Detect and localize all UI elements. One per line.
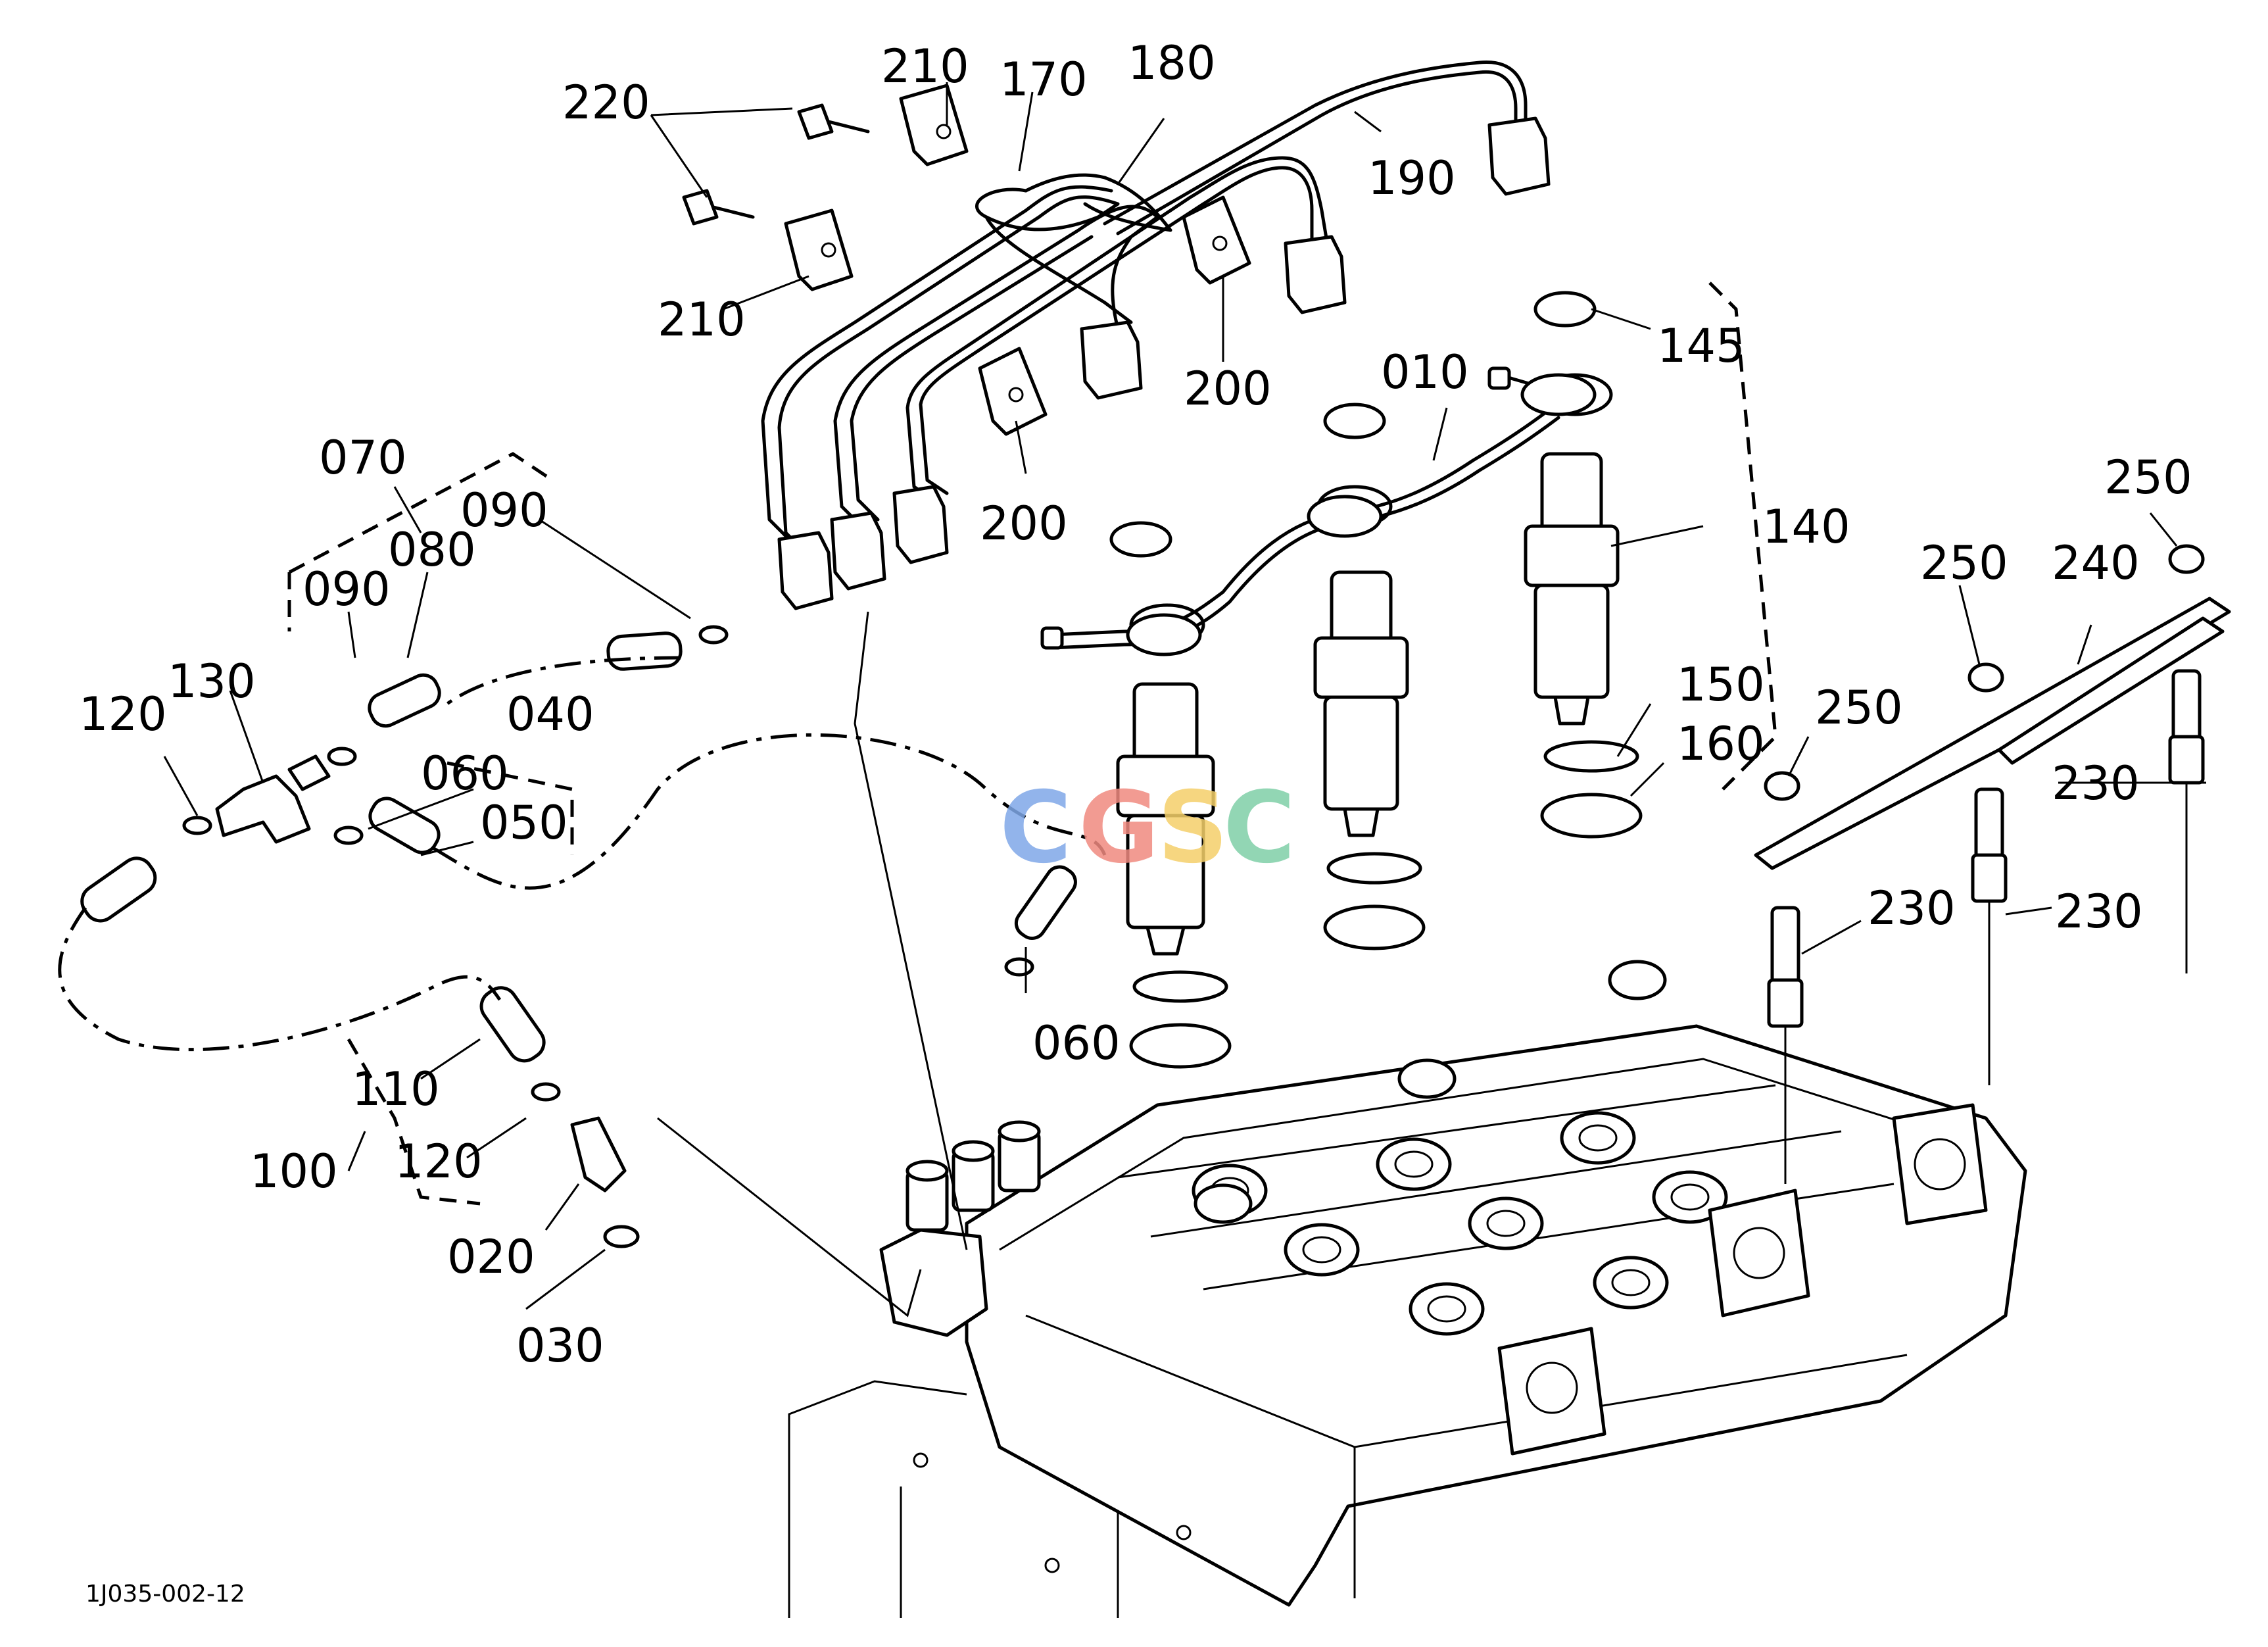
return-hoses [58,625,1107,1248]
callout-120-top: 120 [79,687,167,741]
callout-060-bottom: 060 [1032,1016,1121,1070]
drawing-code: 1J035-002-12 [85,1581,245,1608]
callout-110: 110 [352,1062,440,1116]
callout-180: 180 [1128,36,1216,90]
callout-210-top: 210 [881,39,969,93]
callout-090-right: 090 [460,483,548,537]
callout-145: 145 [1657,319,1745,373]
watermark-letter-c1: C [1000,771,1072,885]
callout-070: 070 [319,431,407,485]
callout-240: 240 [2052,536,2140,590]
watermark-letter-s: S [1157,771,1228,885]
callouts: 220 210 210 170 180 190 200 200 145 010 … [79,36,2192,1373]
callout-050: 050 [480,796,568,850]
callout-120-bottom: 120 [395,1135,483,1189]
callout-230-left: 230 [1868,881,1956,935]
watermark-letter-c2: C [1223,771,1295,885]
callout-190: 190 [1368,151,1456,205]
cylinder-head [788,960,2027,1618]
callout-020: 020 [447,1230,535,1284]
callout-140: 140 [1762,500,1850,554]
group-brackets [287,282,1777,1206]
callout-010: 010 [1381,345,1469,399]
callout-250-left: 250 [1815,681,1903,735]
callout-040: 040 [506,687,594,741]
callout-130: 130 [168,654,256,708]
leak-off-pipe [1040,366,1597,656]
callout-200-left: 200 [980,497,1068,551]
callout-170: 170 [1000,53,1088,107]
callout-030: 030 [516,1319,604,1373]
callout-230-right: 230 [2052,756,2140,810]
callout-060-top: 060 [421,747,509,800]
callout-230-middle: 230 [2055,885,2143,939]
callout-090-left: 090 [302,562,391,616]
callout-250-right: 250 [2104,451,2192,504]
pipe-clamps [682,84,1251,436]
callout-150: 150 [1677,658,1765,712]
callout-220: 220 [562,76,650,130]
callout-210-left: 210 [658,293,746,347]
callout-100: 100 [250,1144,338,1198]
nozzle-holders [1109,291,1643,1069]
injection-pipes [761,60,1551,610]
callout-080: 080 [388,523,476,577]
watermark-logo: C G S C [1000,771,1295,885]
callout-250-middle: 250 [1920,536,2008,590]
callout-160: 160 [1677,717,1765,771]
glow-plugs [1754,544,2231,1184]
callout-200-right: 200 [1184,362,1272,416]
leader-lines [163,82,2206,1317]
watermark-letter-g: G [1078,771,1159,885]
